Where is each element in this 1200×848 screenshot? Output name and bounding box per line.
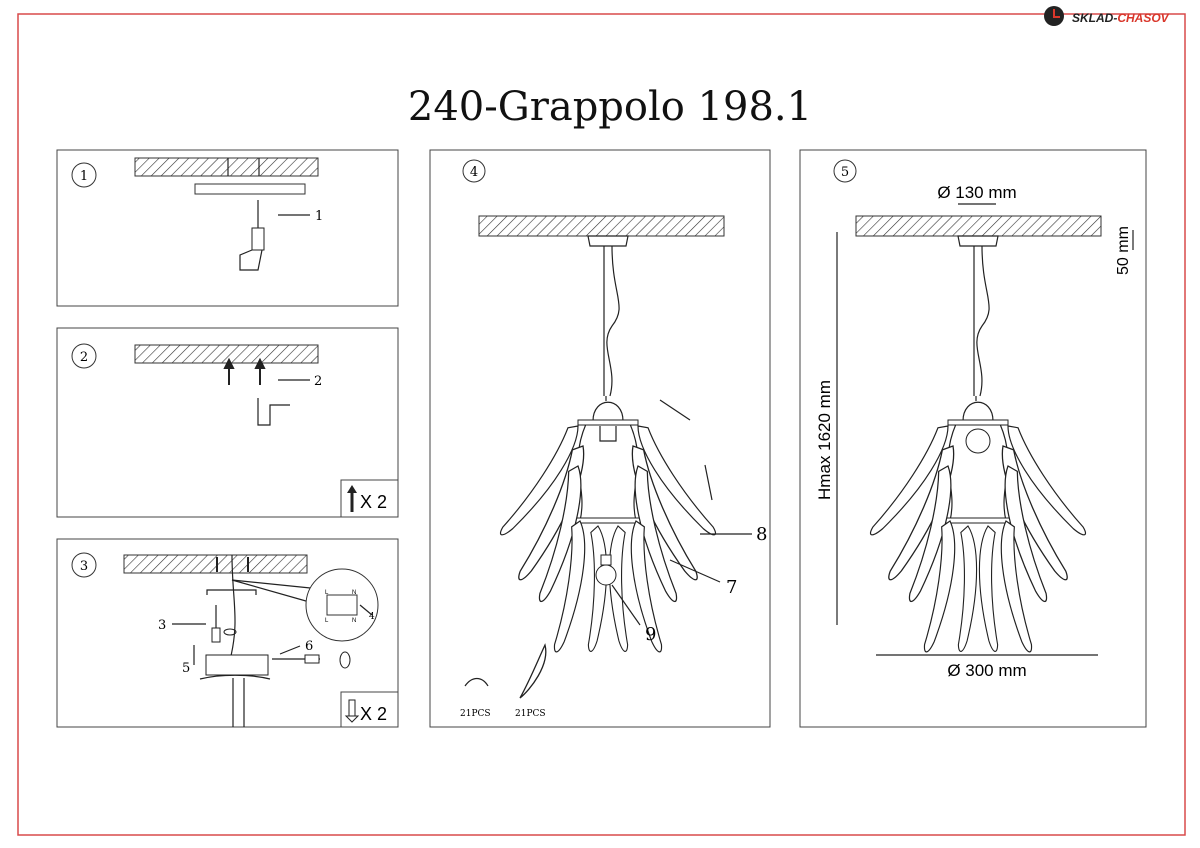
leaf-part-icon bbox=[519, 643, 547, 699]
bracket bbox=[257, 398, 290, 426]
quantity-label: X 2 bbox=[360, 704, 387, 724]
page-frame bbox=[17, 13, 1186, 836]
terminal-label: N bbox=[352, 618, 356, 624]
quantity-label: X 2 bbox=[360, 492, 387, 512]
logo-part2: CHASOV bbox=[1117, 11, 1169, 25]
ruler bbox=[194, 183, 306, 195]
clip-part-icon bbox=[464, 677, 489, 687]
ceiling bbox=[134, 344, 319, 364]
callout-6: 6 bbox=[305, 639, 313, 654]
lamp-assembly-drawing bbox=[496, 235, 720, 654]
svg-text:SKLAD-CHASOV: SKLAD-CHASOV bbox=[1072, 11, 1170, 25]
callout-5: 5 bbox=[182, 661, 190, 676]
panel-4: 4 8 7 9 21PCS 21PCS bbox=[429, 149, 771, 728]
page-title: 240-Grappolo 198.1 bbox=[408, 84, 812, 130]
anchor-arrows bbox=[223, 357, 266, 385]
max-height-label: Hmax 1620 mm bbox=[815, 380, 834, 500]
canopy bbox=[205, 654, 269, 676]
panel-3: 3 L N L N 4 3 5 6 X 2 bbox=[56, 538, 399, 728]
step-number: 1 bbox=[80, 169, 88, 184]
ceiling bbox=[478, 215, 725, 237]
panel-2: 2 2 X 2 bbox=[56, 327, 399, 518]
callout-7: 7 bbox=[726, 577, 737, 598]
canopy-height-label: 50 mm bbox=[1115, 226, 1132, 275]
terminal-block-detail: L N L N 4 bbox=[305, 568, 379, 642]
screwdriver-icon bbox=[211, 605, 237, 643]
anchor-icon bbox=[347, 485, 357, 512]
diameter-label: Ø 300 mm bbox=[947, 661, 1026, 680]
callout-9: 9 bbox=[645, 624, 656, 645]
step-number: 4 bbox=[470, 165, 478, 180]
step-number: 3 bbox=[80, 559, 88, 574]
panel-1: 1 1 bbox=[56, 149, 399, 307]
terminal-label: L bbox=[325, 590, 329, 596]
screw-icon bbox=[344, 699, 360, 723]
clip-count: 21PCS bbox=[460, 709, 491, 719]
callout-2: 2 bbox=[314, 374, 322, 389]
step-number: 5 bbox=[841, 165, 849, 180]
ceiling bbox=[134, 157, 319, 177]
panel-5: 5 Ø 130 mm 50 mm Hmax 1620 mm Ø 300 mm bbox=[799, 149, 1147, 728]
brand-logo: SKLAD-CHASOV bbox=[1044, 6, 1170, 26]
ceiling bbox=[123, 554, 308, 574]
callout-4: 4 bbox=[369, 612, 375, 622]
logo-part1: SKLAD- bbox=[1072, 11, 1117, 25]
leaf-count: 21PCS bbox=[515, 709, 546, 719]
drill-icon bbox=[239, 200, 265, 271]
callout-3: 3 bbox=[158, 618, 166, 633]
step-number: 2 bbox=[80, 350, 88, 365]
lamp-dimension-drawing bbox=[866, 235, 1090, 654]
callout-8: 8 bbox=[756, 524, 767, 545]
callout-1: 1 bbox=[315, 209, 323, 224]
terminal-label: N bbox=[352, 590, 356, 596]
terminal-label: L bbox=[325, 618, 329, 624]
bulb-icon bbox=[595, 554, 617, 586]
ceiling bbox=[855, 215, 1102, 237]
canopy-diameter-label: Ø 130 mm bbox=[937, 183, 1016, 202]
